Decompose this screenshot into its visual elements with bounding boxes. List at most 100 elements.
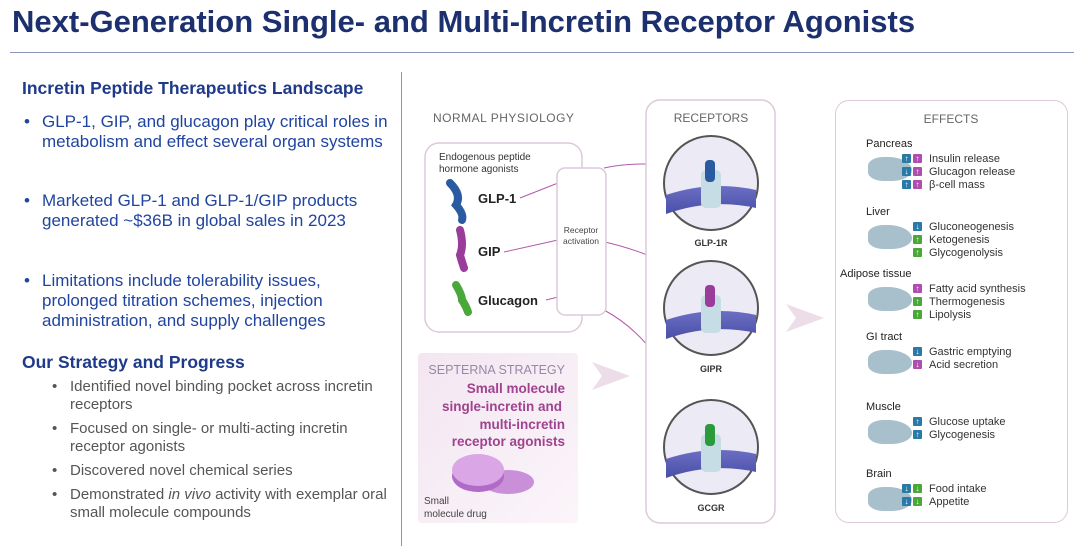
effect-arrows: ↑ [900,284,924,293]
effect-text: Glycogenolysis [929,246,1003,259]
drug-label: Small [424,496,449,507]
receptor-label-gipr: GIPR [700,364,723,374]
effect-arrows: ↓ [900,360,924,369]
column-divider [401,72,402,546]
hormone-glucagon: Glucagon [478,293,538,308]
effect-text: Acid secretion [929,358,999,371]
glp1r-receptor-icon [663,135,759,231]
landscape-bullet: Marketed GLP-1 and GLP-1/GIP products ge… [22,191,392,231]
effect-text: Glucagon release [929,165,1016,178]
effect-item: ↑Glucose uptake [900,415,1005,428]
effect-item: ↓↓Appetite [900,495,969,508]
arrow-up-icon: ↑ [913,430,922,439]
effect-text: Insulin release [929,152,1000,165]
effect-arrows: ↑ [900,248,924,257]
effect-item: ↑ Thermogenesis [900,295,1005,308]
organ-name: Liver [866,206,890,218]
pill-icon [452,454,534,494]
effect-arrows: ↓↓ [900,484,924,493]
organ-name: GI tract [866,331,903,343]
receptor-activation-box [556,167,607,316]
effects-panel: EFFECTS Pancreas↑↑Insulin release↓↑Gluca… [835,100,1068,523]
effect-text: Gluconeogenesis [929,220,1015,233]
effect-arrows: ↑ [900,310,924,319]
gip-peptide-icon [455,226,468,272]
strategy-arrow [592,362,630,390]
text: Demonstrated [70,486,169,503]
arrow-up-icon: ↑ [902,180,911,189]
strategy-bullet: Discovered novel chemical series [50,462,390,480]
effect-item: ↑Ketogenesis [900,233,990,246]
effect-arrows: ↑↑ [900,154,924,163]
arrow-up-icon: ↑ [913,154,922,163]
normal-physiology-label: NORMAL PHYSIOLOGY [433,111,574,125]
organ-name: Pancreas [866,138,913,150]
arrow-up-icon: ↑ [913,284,922,293]
effect-item: ↑ Fatty acid synthesis [900,282,1026,295]
organ-name: Adipose tissue [840,268,912,280]
effect-arrows: ↑ [900,417,924,426]
receptor-label-glp1r: GLP-1R [694,238,728,248]
glucagon-peptide-icon [452,281,472,316]
hormone-gip: GIP [478,244,501,259]
arrow-down-icon: ↓ [902,167,911,176]
gipr-receptor-icon [663,260,759,356]
landscape-heading: Incretin Peptide Therapeutics Landscape [22,78,364,98]
arrow-up-icon: ↑ [902,154,911,163]
gcgr-receptor-icon [663,399,759,495]
arrow-down-icon: ↓ [913,347,922,356]
strategy-bullet: Identified novel binding pocket across i… [50,378,390,414]
arrow-down-icon: ↓ [902,497,911,506]
muscle-icon [868,420,912,444]
strategy-heading: Our Strategy and Progress [22,352,245,372]
septerna-strategy-label: SEPTERNA STRATEGY [428,363,565,377]
effect-arrows: ↑ [900,297,924,306]
page-title: Next-Generation Single- and Multi-Incret… [12,4,916,39]
drug-label: molecule drug [424,509,487,520]
glp1-peptide-icon [446,179,467,224]
effect-text: Fatty acid synthesis [929,282,1026,295]
effect-text: β-cell mass [929,178,985,191]
arrow-up-icon: ↑ [913,417,922,426]
arrow-down-icon: ↓ [902,484,911,493]
receptors-label: RECEPTORS [674,111,748,125]
effect-text: Appetite [929,495,970,508]
arrow-up-icon: ↑ [913,180,922,189]
effect-item: ↑↑ β-cell mass [900,178,985,191]
effect-text: Food intake [929,482,987,495]
landscape-bullet: Limitations include tolerability issues,… [22,271,392,331]
effect-item: ↓↑ Glucagon release [900,165,1015,178]
text-italic: in vivo [168,486,211,503]
liver-icon [868,225,912,249]
arrow-up-icon: ↑ [913,167,922,176]
arrow-up-icon: ↑ [913,248,922,257]
effect-text: Gastric emptying [929,345,1012,358]
effect-arrows: ↓ [900,347,924,356]
endogenous-label: Endogenous peptide [439,152,531,163]
hormone-glp1: GLP-1 [478,191,516,206]
arrow-down-icon: ↓ [913,222,922,231]
strategy-line: Small molecule [467,381,566,396]
receptor-activation-label: activation [563,236,599,246]
effect-item: ↓ Gluconeogenesis [900,220,1014,233]
adipose-tissue-icon [868,287,912,311]
text: activity with exemplar oral small molecu… [70,486,387,521]
effects-label: EFFECTS [923,112,979,126]
effect-item: ↓↓ Food intake [900,482,986,495]
effect-arrows: ↑ [900,235,924,244]
gi-tract-icon [868,350,912,374]
title-divider [10,52,1074,53]
effect-arrows: ↓↑ [900,167,924,176]
effect-text: Thermogenesis [929,295,1005,308]
strategy-bullet: Demonstrated in vivo activity with exemp… [50,486,390,522]
effect-item: ↑Glycogenesis [900,428,995,441]
organ-name: Brain [866,468,892,480]
arrow-up-icon: ↑ [913,310,922,319]
strategy-bullet: Focused on single- or multi-acting incre… [50,420,390,456]
strategy-line: multi-incretin [479,417,565,432]
arrow-up-icon: ↑ [913,235,922,244]
effect-item: ↓ Gastric emptying [900,345,1012,358]
effect-arrows: ↓ [900,222,924,231]
organ-name: Muscle [866,401,901,413]
